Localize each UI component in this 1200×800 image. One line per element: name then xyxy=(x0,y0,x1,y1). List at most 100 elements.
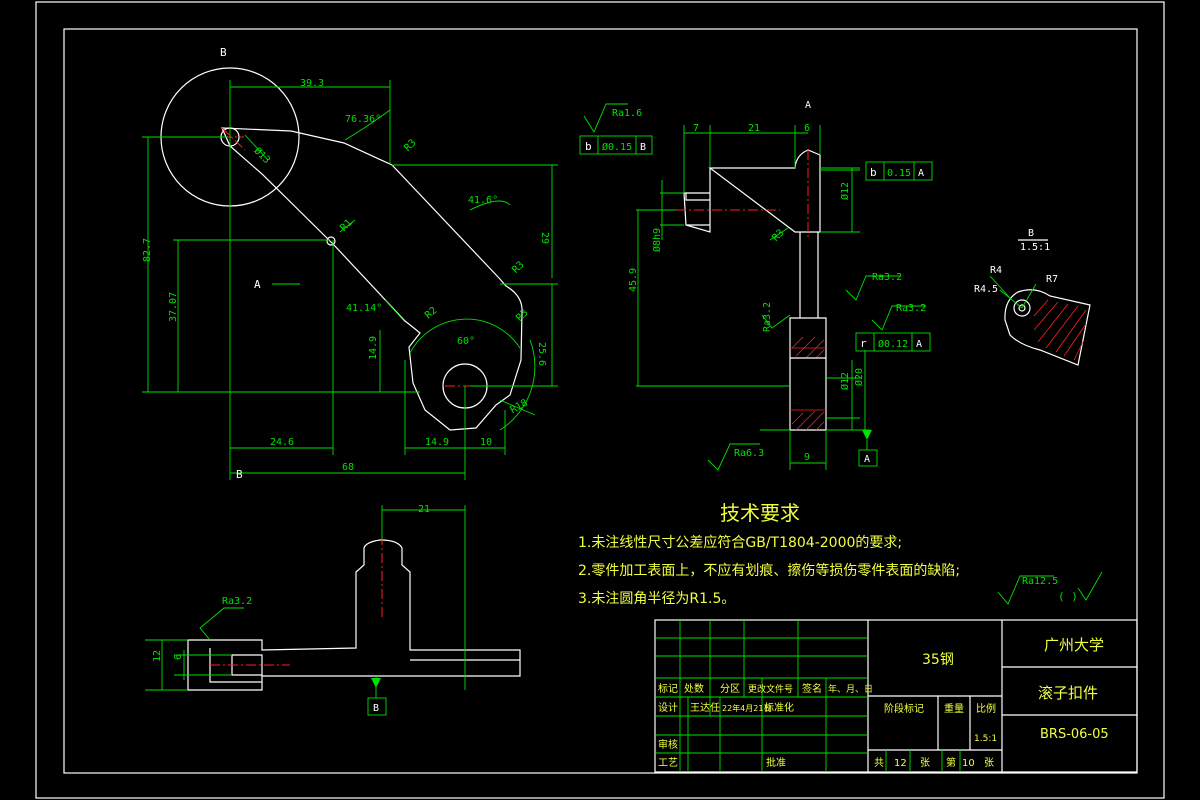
tol1-ref: B xyxy=(640,142,646,153)
detail-r4: R4 xyxy=(990,265,1002,276)
dim-9: 9 xyxy=(804,452,810,463)
hub-section xyxy=(789,317,827,431)
title-block: 35钢 广州大学 滚子扣件 BRS-06-05 标记 处数 分区 更改文件号 签… xyxy=(654,619,1138,773)
bottom-dim-6: 6 xyxy=(173,654,184,660)
pin-stub xyxy=(683,168,711,233)
tb-scale: 1.5:1 xyxy=(974,734,997,744)
dim-12: Ø12 xyxy=(839,182,851,200)
tb-approve: 批准 xyxy=(766,756,786,769)
dim-r3-section: R3 xyxy=(770,227,786,243)
tb-sign: 签名 xyxy=(802,682,822,695)
tol2-value: 0.15 xyxy=(887,168,911,179)
ra-32-c: Ra3.2 xyxy=(762,302,773,332)
tb-process: 工艺 xyxy=(658,757,678,769)
tb-design: 设计 xyxy=(658,701,678,714)
tb-sheets-2: 张 xyxy=(984,757,994,769)
shaft xyxy=(708,149,821,233)
dim-29: 29 xyxy=(539,232,550,244)
tb-count: 处数 xyxy=(684,682,704,695)
dim-37-07: 37.07 xyxy=(168,292,179,322)
tb-standard: 标准化 xyxy=(764,701,794,714)
dim-41-14: 41.14° xyxy=(346,303,382,314)
bottom-dim-12: 12 xyxy=(152,650,163,662)
bottom-ra: Ra3.2 xyxy=(222,596,252,607)
dim-82-7: 82.7 xyxy=(142,238,153,262)
dim-45-9: 45.9 xyxy=(628,268,639,292)
hatch-bottom xyxy=(790,409,826,431)
tb-total-n: 12 xyxy=(894,758,907,769)
tb-stage: 阶段标记 xyxy=(884,702,924,715)
small-hole xyxy=(326,236,336,246)
dim-68: 68 xyxy=(342,462,354,473)
ra-32-a: Ra3.2 xyxy=(872,272,902,283)
dim-41-6: 41.6° xyxy=(468,195,498,206)
dim-25-6: 25.6 xyxy=(536,342,547,366)
tb-zone: 分区 xyxy=(720,683,740,695)
organization: 广州大学 xyxy=(1044,636,1104,654)
centerline-diag xyxy=(221,127,246,151)
bottom-dim-21: 21 xyxy=(418,504,430,515)
arm-vertical xyxy=(799,232,819,318)
view-arrow-label: A xyxy=(254,278,261,291)
outer-border xyxy=(35,1,1165,799)
ra-top: Ra1.6 xyxy=(612,108,642,119)
detail-view: B 1.5:1 R4 R4.5 R7 xyxy=(974,228,1091,366)
ra-63: Ra6.3 xyxy=(734,448,764,459)
note-2: 2.零件加工表面上，不应有划痕、擦伤等损伤零件表面的缺陷; xyxy=(578,562,960,579)
tb-weight: 重量 xyxy=(944,702,964,715)
technical-notes: 技术要求 1.未注线性尺寸公差应符合GB/T1804-2000的要求; 2.零件… xyxy=(578,501,1103,607)
dim-76-36: 76.36° xyxy=(345,114,381,125)
tol-frame-1: b Ø0.15 B xyxy=(579,135,653,155)
bottom-datum-b: B xyxy=(373,703,379,714)
tb-review: 审核 xyxy=(658,738,678,751)
view-label-b: B xyxy=(220,46,227,59)
dim-20: Ø20 xyxy=(853,368,865,386)
tol-frame-2: b 0.15 A xyxy=(865,161,933,181)
detail-scale: 1.5:1 xyxy=(1020,242,1050,253)
tb-sheets: 张 xyxy=(920,757,930,769)
dim-r3-mid: R3 xyxy=(510,259,526,275)
hatch-top xyxy=(790,336,826,359)
section-label-a: A xyxy=(805,100,811,111)
detail-label: B xyxy=(1028,228,1034,239)
dim-8h9: Ø8h9 xyxy=(651,228,663,252)
dim-14-9-h: 14.9 xyxy=(425,437,449,448)
detail-r45: R4.5 xyxy=(974,284,998,295)
main-view: B B A 39.3 76.36° Ø13 R3 R1 41.6° 29 R3 … xyxy=(142,46,558,481)
lever-body xyxy=(221,127,523,431)
tb-page-n: 10 xyxy=(962,758,975,769)
arc-outline xyxy=(409,318,521,354)
dim-12b: Ø12 xyxy=(839,372,851,390)
bottom-inner xyxy=(209,648,520,683)
tb-mark: 标记 xyxy=(658,683,678,695)
dim-10: 10 xyxy=(480,437,492,448)
note-1: 1.未注线性尺寸公差应符合GB/T1804-2000的要求; xyxy=(578,534,902,551)
tb-design-date: 22年4月21日 xyxy=(722,703,771,713)
bottom-outline xyxy=(187,539,521,691)
tol3-ref: A xyxy=(916,339,922,350)
general-roughness: Ra12.5 xyxy=(1022,576,1058,587)
tol3-symbol: r xyxy=(860,337,867,350)
note-3: 3.未注圆角半径为R1.5。 xyxy=(578,591,735,607)
notes-title: 技术要求 xyxy=(720,501,800,525)
dim-14-9-v: 14.9 xyxy=(368,336,379,360)
tol1-value: Ø0.15 xyxy=(602,141,632,153)
tb-scale-label: 比例 xyxy=(976,702,996,715)
detail-outline xyxy=(1004,289,1091,366)
tol1-symbol: b xyxy=(585,140,592,153)
tb-doc: 更改文件号 xyxy=(748,683,793,695)
arc-r18 xyxy=(499,339,536,431)
drawing-number: BRS-06-05 xyxy=(1040,727,1109,742)
datum-a-label: A xyxy=(864,454,870,465)
tol2-symbol: b xyxy=(870,166,877,179)
ra-32-b: Ra3.2 xyxy=(896,303,926,314)
section-view: A xyxy=(579,100,933,471)
tol-frame-3: r Ø0.12 A xyxy=(855,332,931,352)
dim-r2: R2 xyxy=(423,305,439,321)
part-name: 滚子扣件 xyxy=(1038,684,1098,702)
detail-r7: R7 xyxy=(1046,274,1058,285)
dim-7: 7 xyxy=(693,123,699,134)
material: 35钢 xyxy=(922,652,954,668)
dim-r3-top: R3 xyxy=(402,137,418,153)
